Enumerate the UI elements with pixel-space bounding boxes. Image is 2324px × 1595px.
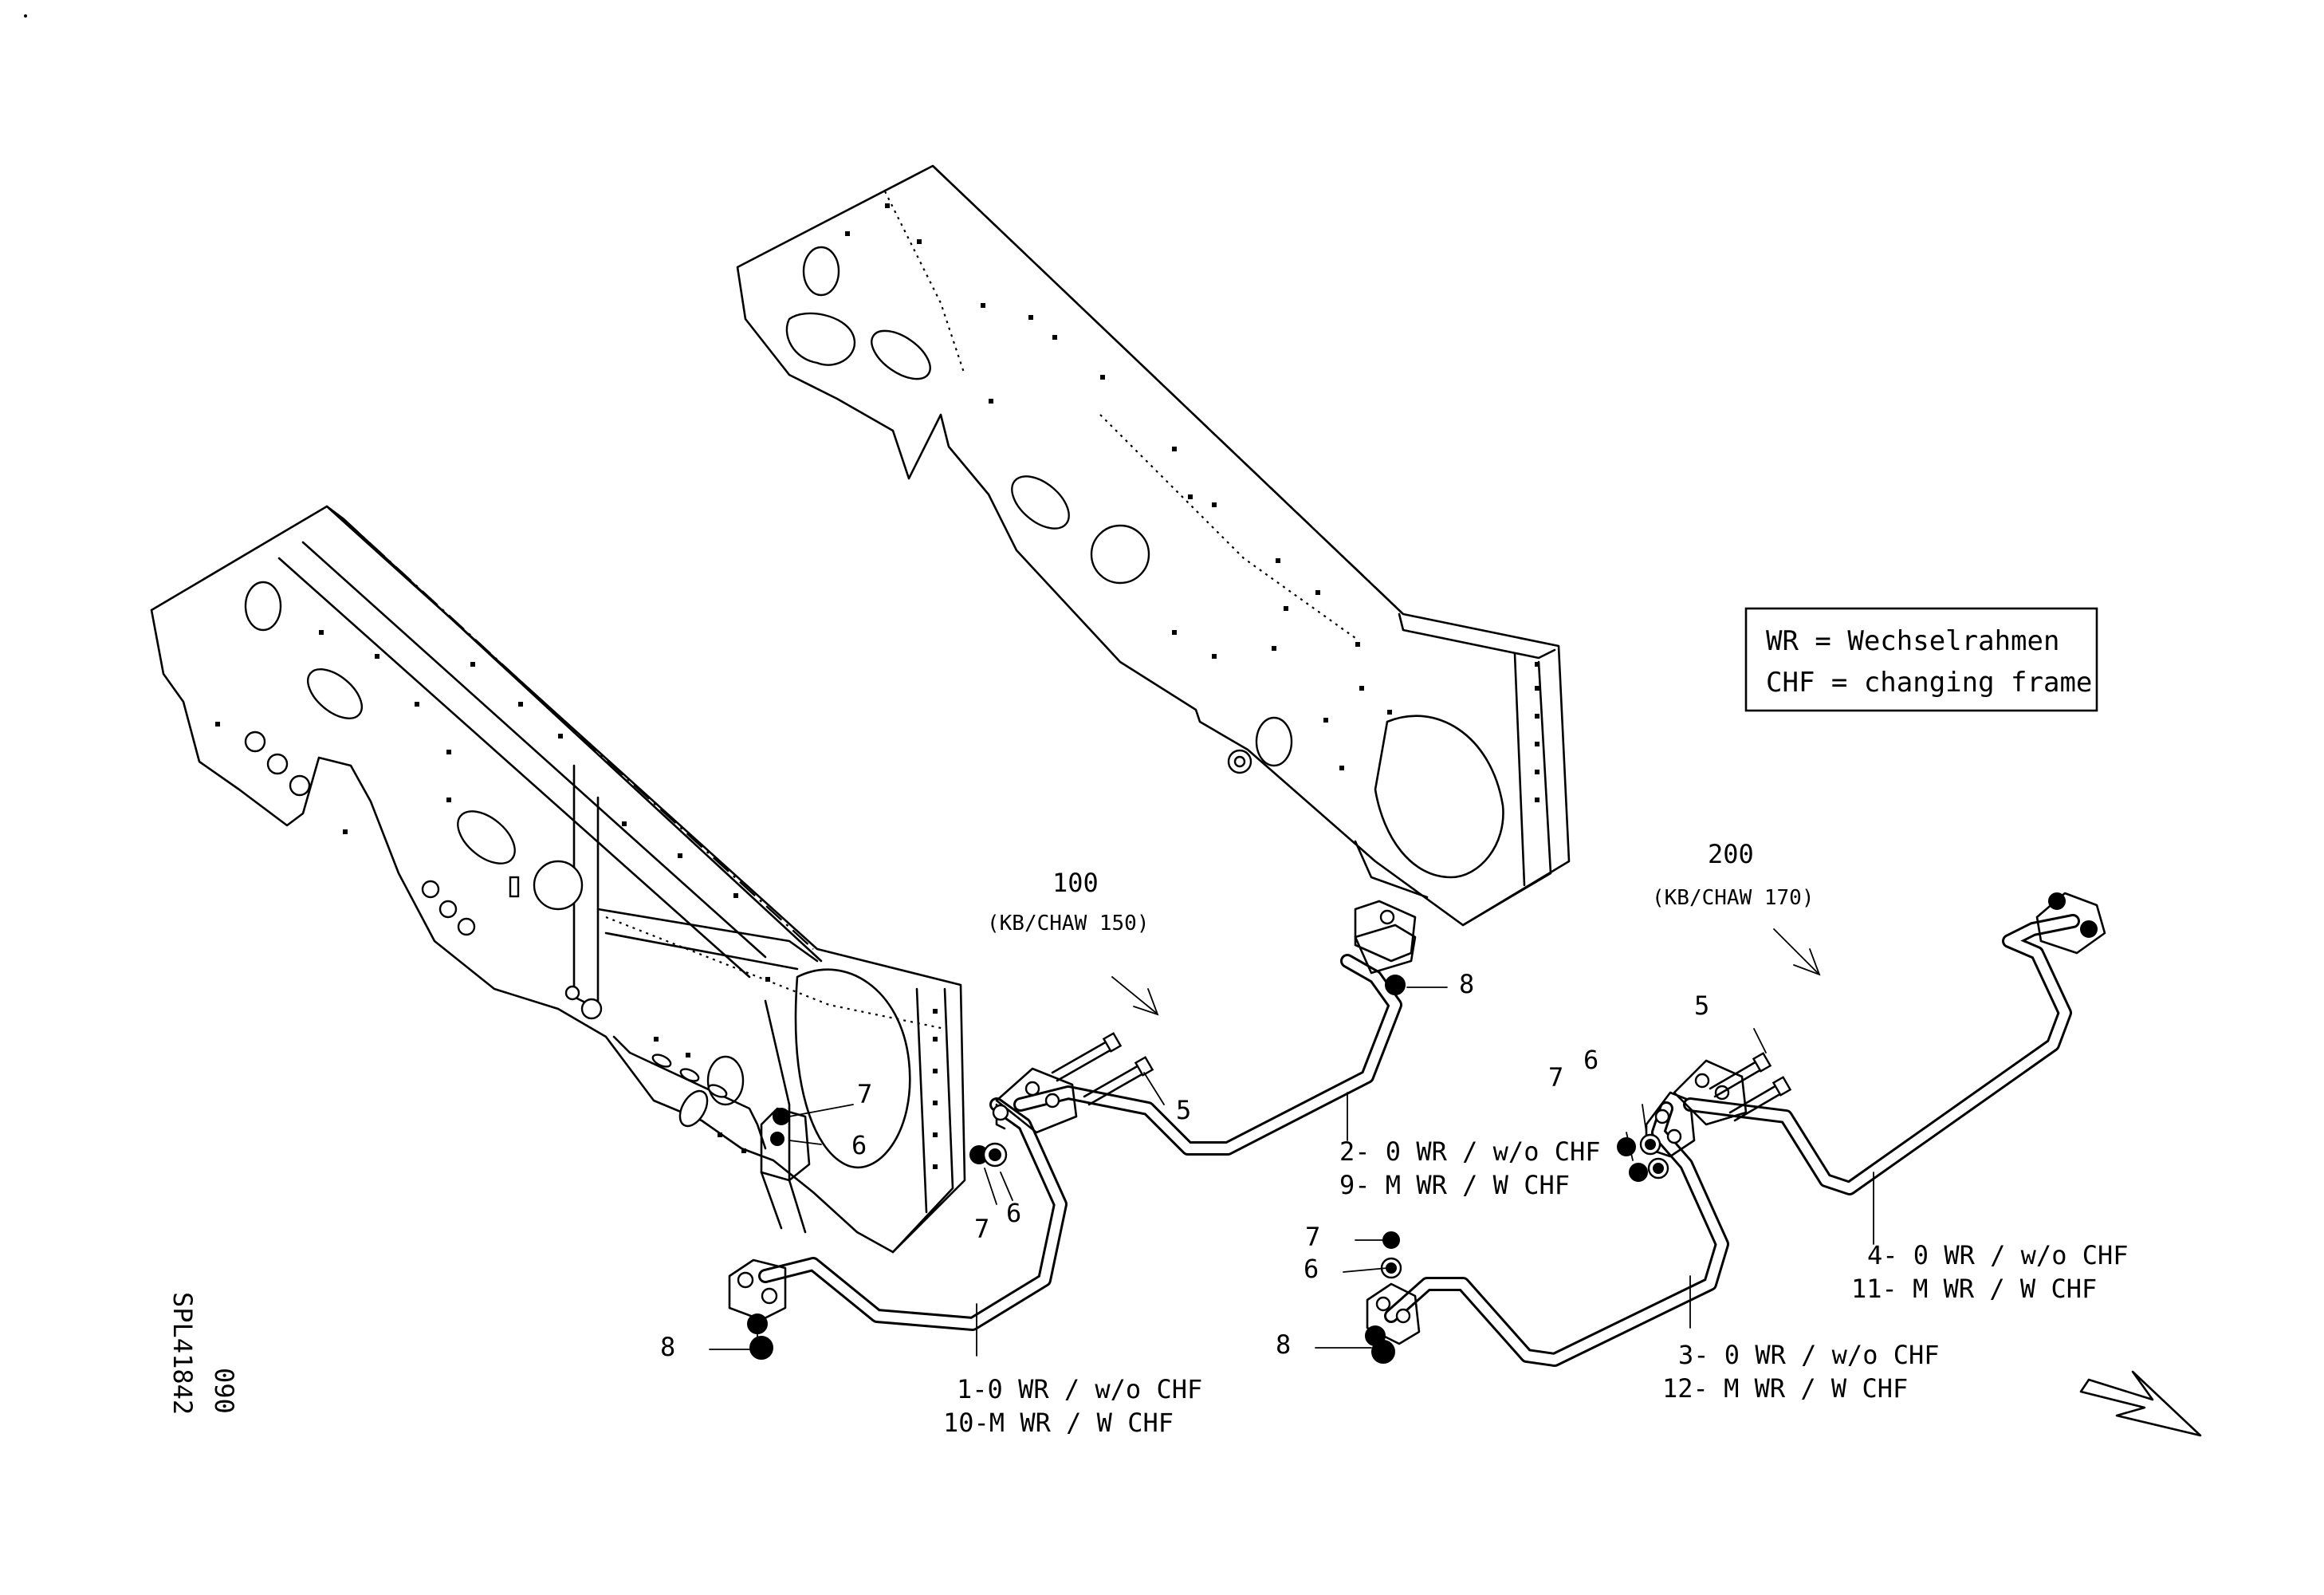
leader-lines (709, 928, 1874, 1357)
group-200-model: (KB/CHAW 170) (1652, 886, 1815, 910)
legend-box: WR = Wechselrahmen CHF = changing frame (1744, 607, 2098, 712)
lower-frame-panel (150, 505, 966, 1254)
callout-6-pipe3: 6 (1304, 1254, 1319, 1284)
callout-7-pipe1: 7 (974, 1214, 989, 1244)
pipe-4 (1673, 892, 2106, 1195)
hardware (969, 1032, 1792, 1279)
callout-6-pipe1: 6 (1006, 1198, 1021, 1228)
callout-6-right: 6 (1583, 1045, 1598, 1075)
legend-line-wr: WR = Wechselrahmen (1766, 625, 2059, 657)
callout-7-pipe3: 7 (1305, 1222, 1320, 1252)
callout-7-right: 7 (1548, 1062, 1563, 1093)
direction-arrow-icon (2079, 1370, 2202, 1437)
group-100-number: 100 (1052, 868, 1099, 898)
drawing-page: 090 (209, 1368, 239, 1414)
callout-5-left: 5 (1176, 1095, 1191, 1125)
pipe-2-label-line2: 9- M WR / W CHF (1339, 1170, 1570, 1200)
pipe-4-label-line1: 4- 0 WR / w/o CHF (1867, 1240, 2129, 1270)
pipe-2 (992, 924, 1417, 1156)
upper-frame-panel (736, 164, 1571, 963)
pipe-1-label-line1: 1-0 WR / w/o CHF (957, 1374, 1202, 1404)
pipe-4-label-line2: 11- M WR / W CHF (1851, 1274, 2097, 1304)
pipe-3-label-line1: 3- 0 WR / w/o CHF (1678, 1340, 1940, 1370)
callout-8-pipe1: 8 (660, 1332, 675, 1362)
callout-8-pipe2: 8 (1459, 969, 1474, 999)
callout-8-pipe3: 8 (1276, 1329, 1291, 1360)
pipe-3 (1365, 1091, 1729, 1367)
group-100-model: (KB/CHAW 150) (987, 912, 1150, 935)
pipe-1 (728, 1097, 1068, 1360)
callout-5-right: 5 (1694, 990, 1709, 1021)
pipe-2-label-line1: 2- 0 WR / w/o CHF (1339, 1136, 1601, 1167)
drawing-code: SPL41842 090 (167, 1292, 239, 1415)
legend-line-chf: CHF = changing frame (1766, 667, 2092, 699)
corner-mark (24, 14, 27, 18)
callout-7-frame: 7 (857, 1079, 872, 1109)
pipe-3-label-line2: 12- M WR / W CHF (1662, 1373, 1908, 1404)
drawing-ref: SPL41842 (167, 1292, 198, 1415)
pipe-1-label-line2: 10-M WR / W CHF (943, 1408, 1174, 1438)
callout-6-frame: 6 (851, 1130, 867, 1160)
group-200-number: 200 (1708, 839, 1754, 869)
